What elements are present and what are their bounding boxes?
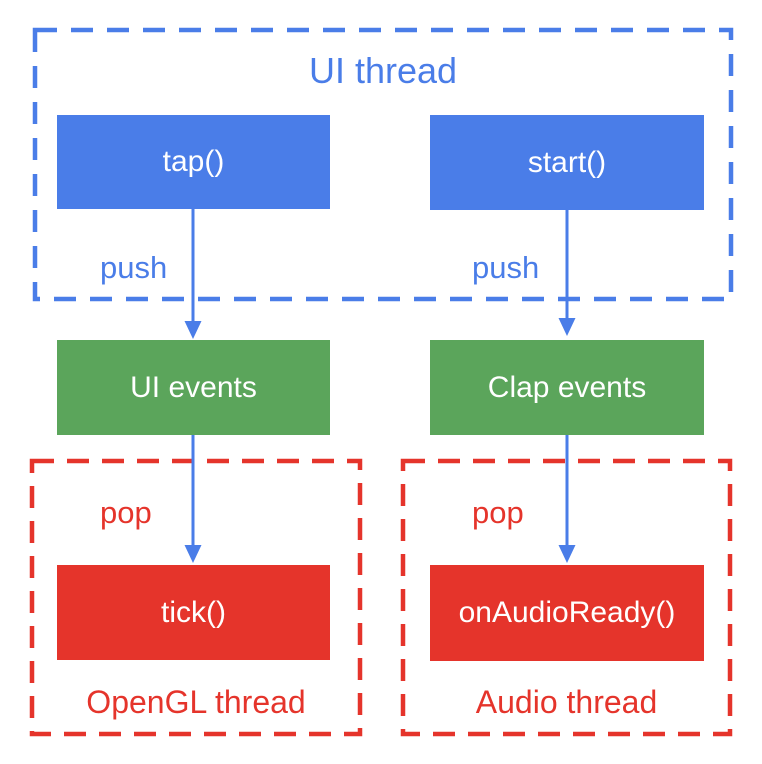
- audio-thread-label: Audio thread: [475, 684, 658, 720]
- onaudioready-box: onAudioReady(): [430, 565, 704, 661]
- push-label-left: push: [100, 250, 168, 285]
- ui-events-queue-box: UI events: [57, 340, 330, 435]
- pop-label-right: pop: [472, 495, 524, 530]
- tick-box: tick(): [57, 565, 330, 660]
- start-box: start(): [430, 115, 704, 210]
- pop-label-left: pop: [100, 495, 152, 530]
- audio-thread-boundary: [400, 458, 733, 737]
- pop-arrow-right: [558, 435, 576, 563]
- push-arrow-right: [558, 210, 576, 336]
- push-arrow-left: [184, 209, 202, 339]
- pop-arrow-left: [184, 435, 202, 563]
- ui-thread-label: UI thread: [308, 50, 458, 91]
- opengl-thread-label: OpenGL thread: [86, 684, 306, 720]
- ui-thread-boundary: [32, 27, 734, 302]
- push-label-right: push: [472, 250, 540, 285]
- opengl-thread-boundary: [29, 458, 363, 737]
- tap-box: tap(): [57, 115, 330, 209]
- clap-events-queue-box: Clap events: [430, 340, 704, 435]
